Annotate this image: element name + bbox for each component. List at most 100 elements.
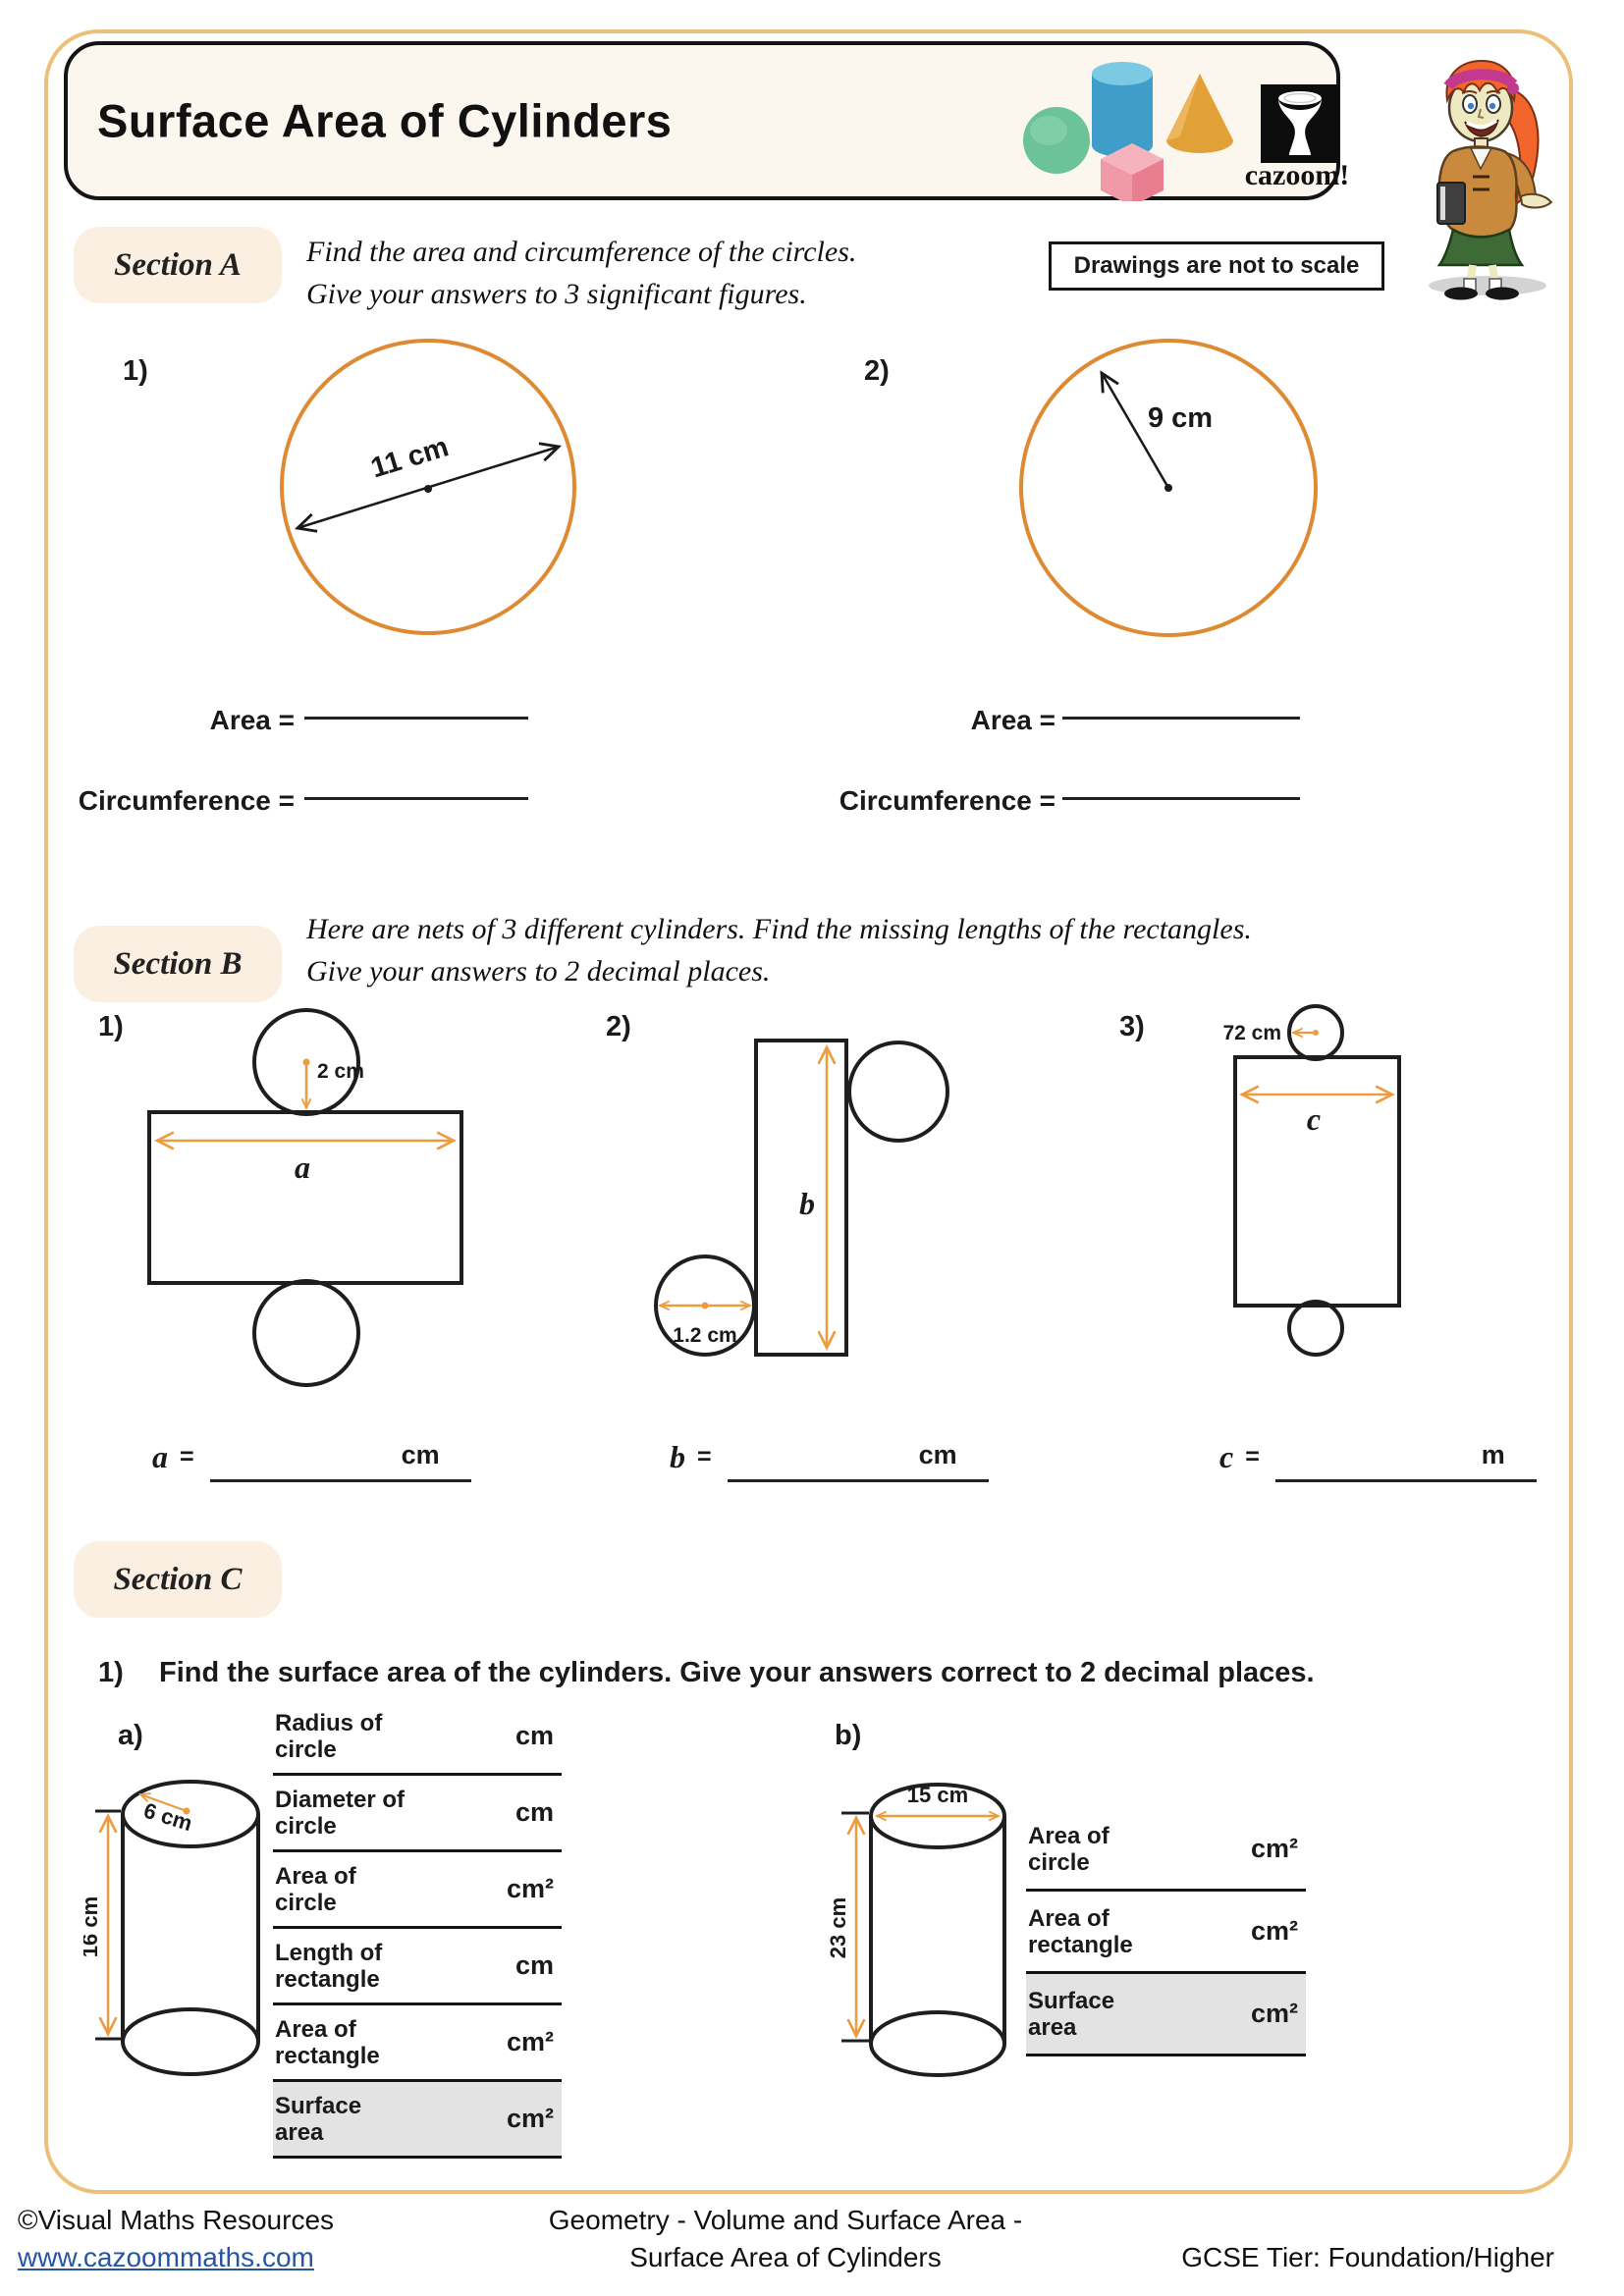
table-row: Area of rectangle cm²: [273, 2005, 562, 2082]
variable-label: b: [799, 1186, 815, 1221]
circumference-label-2: Circumference =: [839, 785, 1056, 816]
radius-arrow: [137, 1792, 188, 1813]
unit-label: cm: [918, 1440, 957, 1469]
variable: a: [152, 1439, 168, 1474]
cylinder-net-3: 72 cm c: [1222, 1004, 1401, 1357]
footer-website-link[interactable]: www.cazoommaths.com: [18, 2242, 314, 2272]
sphere-icon: [1023, 107, 1090, 174]
cube-icon: [1101, 143, 1164, 201]
table-row: Area of rectangle cm²: [1026, 1892, 1306, 1974]
row-unit: cm: [514, 1721, 554, 1750]
row-unit: cm²: [506, 2104, 554, 2133]
table-row: Area of circle cm²: [1026, 1809, 1306, 1892]
section-c-q1-number: 1): [98, 1657, 124, 1688]
circumference-label-1: Circumference =: [78, 785, 295, 816]
section-b-instructions: Here are nets of 3 different cylinders. …: [306, 908, 1252, 992]
net-rectangle: [147, 1110, 463, 1285]
diameter-label: 1.2 cm: [673, 1324, 736, 1347]
cylinder-b-diagram: 15 cm 23 cm: [830, 1783, 1006, 2077]
row-unit: cm²: [506, 1874, 554, 1903]
radius-label: 9 cm: [1148, 402, 1213, 434]
net-bottom-circle: [654, 1255, 756, 1357]
answer-blank: cm: [209, 1435, 471, 1482]
table-row: Area of circle cm²: [273, 1852, 562, 1929]
area-label-1: Area =: [209, 705, 295, 735]
row-label: Area of circle: [275, 1862, 356, 1916]
section-b-label: Section B: [74, 926, 282, 1002]
circle-outline: [280, 339, 576, 635]
diameter-label: 15 cm: [907, 1783, 968, 1807]
section-c-label: Section C: [74, 1541, 282, 1618]
net-rectangle: [1233, 1055, 1401, 1308]
circumference-answer-line-2: [1062, 797, 1300, 800]
cylinder-top: [121, 1780, 260, 1848]
unit-label: cm: [401, 1440, 440, 1469]
net-top-circle: [847, 1041, 949, 1143]
cylinder-net-2: 1.2 cm b: [654, 1039, 949, 1357]
row-unit: cm: [514, 1797, 554, 1827]
row-label: Area of circle: [1028, 1822, 1110, 1876]
table-row: Diameter of circle cm: [273, 1776, 562, 1852]
equals-sign: =: [1245, 1443, 1260, 1470]
area-answer-line-1: [304, 717, 528, 720]
answer-blank: m: [1274, 1435, 1537, 1482]
row-unit: cm: [514, 1950, 554, 1980]
cylinder-a-table: Radius of circle cm Diameter of circle c…: [273, 1699, 562, 2159]
cazoom-drum-icon: [1261, 84, 1339, 163]
center-dot: [183, 1807, 190, 1815]
row-label: Area of rectangle: [275, 2015, 380, 2069]
circle-diagram-1: 11 cm: [280, 339, 576, 635]
row-unit: cm²: [1250, 1834, 1298, 1863]
diameter-label: 11 cm: [367, 431, 452, 484]
answer-a: a = cm: [152, 1435, 471, 1486]
cylinder-b-table: Area of circle cm² Area of rectangle cm²…: [1026, 1809, 1306, 2056]
center-dot: [424, 485, 432, 493]
row-unit: cm²: [506, 2027, 554, 2056]
footer-copyright: ©Visual Maths Resources: [18, 2205, 335, 2235]
answer-c: c = m: [1219, 1435, 1537, 1486]
cylinder-a-diagram: 16 cm 6 cm: [83, 1780, 260, 2076]
net-bottom-circle: [1287, 1300, 1344, 1357]
net-rectangle: [754, 1039, 848, 1357]
row-label: Length of rectangle: [275, 1939, 383, 1993]
radius-arrow: [1100, 370, 1170, 489]
net-bottom-circle: [252, 1279, 360, 1387]
section-a-instructions: Find the area and circumference of the c…: [306, 231, 856, 315]
question-2-number: 2): [864, 355, 890, 387]
not-to-scale-note: Drawings are not to scale: [1049, 241, 1384, 291]
row-unit: cm²: [1250, 1916, 1298, 1946]
cone-icon: [1166, 74, 1233, 153]
instruction-line: Give your answers to 3 significant figur…: [306, 278, 807, 310]
instruction-line: Find the area and circumference of the c…: [306, 236, 857, 268]
height-label: 23 cm: [830, 1897, 850, 1958]
variable: c: [1219, 1439, 1234, 1474]
question-1-number: 1): [123, 355, 148, 387]
radius-label: 72 cm: [1222, 1022, 1281, 1044]
row-label: Area of rectangle: [1028, 1904, 1133, 1958]
footer-tier: GCSE Tier: Foundation/Higher: [1181, 2242, 1554, 2272]
header-3d-shapes: [1023, 62, 1233, 201]
radius-label: 2 cm: [317, 1060, 364, 1083]
cylinder-bottom: [869, 2010, 1006, 2077]
cazoom-logo: [1261, 84, 1339, 163]
unit-label: m: [1481, 1440, 1505, 1469]
circle-outline: [1019, 339, 1318, 637]
center-dot: [302, 1058, 310, 1066]
circumference-answer-line-1: [304, 797, 528, 800]
cylinder-net-1: 2 cm a: [147, 1008, 463, 1387]
instruction-line: Give your answers to 2 decimal places.: [306, 955, 771, 988]
equals-sign: =: [697, 1443, 712, 1470]
row-label: Diameter of circle: [275, 1786, 406, 1840]
page-border: [44, 29, 1573, 2194]
row-unit: cm²: [1250, 1999, 1298, 2028]
net-1-number: 1): [98, 1011, 124, 1042]
height-label: 16 cm: [83, 1896, 102, 1957]
row-label: Surface area: [1028, 1987, 1115, 2041]
area-label-2: Area =: [970, 705, 1056, 735]
section-a-label: Section A: [74, 227, 282, 303]
footer-topic-line2: Surface Area of Cylinders: [629, 2242, 942, 2272]
answer-blank: cm: [727, 1435, 989, 1482]
area-answer-line-2: [1062, 717, 1300, 720]
mascot-illustration: [1429, 59, 1553, 300]
center-dot: [1313, 1030, 1319, 1036]
